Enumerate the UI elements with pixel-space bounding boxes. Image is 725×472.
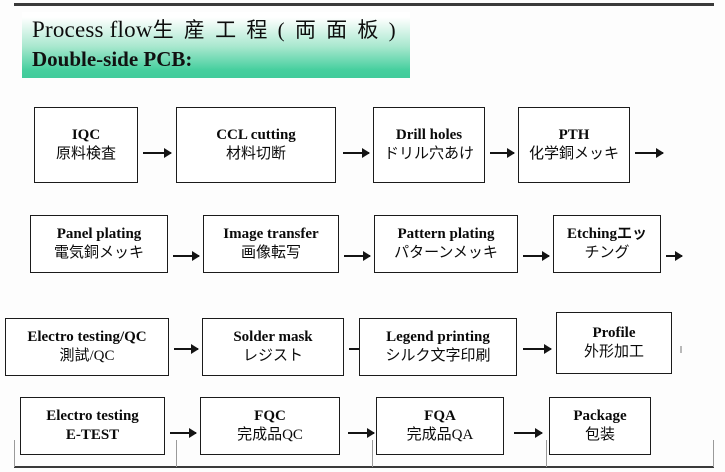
process-box-electro-testing-qc[interactable]: Electro testing/QC 測試/QC <box>5 318 169 376</box>
process-box-label-en: FQC <box>254 408 286 424</box>
process-box-label-jp: 完成品QA <box>406 427 474 443</box>
process-box-label-en: Electro testing <box>46 408 139 424</box>
process-box-fqc[interactable]: FQC 完成品QC <box>200 397 340 455</box>
arrow-r2-1 <box>173 251 200 261</box>
frame-vline-3 <box>546 440 547 467</box>
process-box-label-en: Solder mask <box>233 329 313 345</box>
process-box-profile[interactable]: Profile 外形加工 <box>556 312 672 374</box>
process-box-label-jp: 化学銅メッキ <box>528 146 619 162</box>
process-box-label-jp: 電気銅メッキ <box>53 245 144 261</box>
process-box-label-en: IQC <box>71 127 101 143</box>
process-box-label-jp: 測試/QC <box>59 348 115 364</box>
process-box-label-en: Drill holes <box>395 127 463 143</box>
process-box-label-en: FQA <box>424 408 456 424</box>
process-box-iqc[interactable]: IQC 原料検査 <box>34 107 138 183</box>
banner-title-line1: Process flow生 産 工 程 ( 両 面 板 ) <box>32 15 402 45</box>
process-box-label-en: Package <box>573 408 627 424</box>
process-box-label-jp: 材料切断 <box>225 146 286 162</box>
process-box-label-en: Panel plating <box>56 226 142 242</box>
arrow-r4-2 <box>348 428 375 438</box>
process-box-label-en: Pattern plating <box>397 226 495 242</box>
arrow-r4-3 <box>514 428 543 438</box>
frame-vline-right <box>713 440 714 467</box>
process-box-etching[interactable]: Etchingエッ チング <box>553 215 661 273</box>
process-box-label-jp: ドリル穴あけ <box>383 146 474 162</box>
process-box-image-transfer[interactable]: Image transfer 画像転写 <box>203 215 339 273</box>
arrow-r2-3 <box>523 251 550 261</box>
process-box-label-en: Legend printing <box>386 329 490 345</box>
arrow-r1-3 <box>490 148 515 158</box>
banner-title-japanese: 生 産 工 程 ( 両 面 板 ) <box>152 18 399 42</box>
process-box-label-en: Electro testing/QC <box>27 329 147 345</box>
process-box-electro-testing-etest[interactable]: Electro testing E-TEST <box>20 397 165 455</box>
arrow-r1-1 <box>143 148 172 158</box>
slide-bottom-rule <box>14 466 714 468</box>
process-box-drill-holes[interactable]: Drill holes ドリル穴あけ <box>373 107 485 183</box>
arrow-r3-3 <box>523 344 552 354</box>
arrow-r2-4 <box>666 251 683 261</box>
frame-vline-2 <box>372 440 373 467</box>
arrow-r3-1 <box>174 344 199 354</box>
process-box-label-en: Profile <box>592 325 636 341</box>
process-box-pth[interactable]: PTH 化学銅メッキ <box>518 107 630 183</box>
process-box-pattern-plating[interactable]: Pattern plating パターンメッキ <box>374 215 518 273</box>
process-box-label-en: Etchingエッ <box>566 226 647 242</box>
row3-end-tick <box>680 346 682 353</box>
frame-vline-left <box>14 440 15 467</box>
process-box-label-jp: 包装 <box>584 427 615 443</box>
process-box-label-en: PTH <box>558 127 590 143</box>
process-box-panel-plating[interactable]: Panel plating 電気銅メッキ <box>30 215 168 273</box>
process-box-label-jp: E-TEST <box>65 427 120 443</box>
arrow-r4-1 <box>170 428 197 438</box>
process-box-fqa[interactable]: FQA 完成品QA <box>376 397 504 455</box>
process-box-label-jp: 外形加工 <box>583 344 644 360</box>
arrow-r1-2 <box>343 148 370 158</box>
slide-top-rule <box>14 3 714 6</box>
process-box-label-jp: パターンメッキ <box>394 245 498 261</box>
frame-vline-1 <box>176 440 177 467</box>
arrow-r1-4 <box>635 148 664 158</box>
process-box-label-jp: シルク文字印刷 <box>385 348 491 364</box>
process-box-ccl-cutting[interactable]: CCL cutting 材料切断 <box>176 107 336 183</box>
process-box-legend-printing[interactable]: Legend printing シルク文字印刷 <box>359 318 517 376</box>
process-box-label-jp: 完成品QC <box>237 427 303 443</box>
banner-title-english: Process flow <box>32 17 153 42</box>
arrow-r2-2 <box>344 251 371 261</box>
title-banner: Process flow生 産 工 程 ( 両 面 板 ) Double-sid… <box>22 12 410 78</box>
banner-subtitle: Double-side PCB: <box>32 47 193 71</box>
process-box-label-jp: レジスト <box>242 348 303 364</box>
process-box-label-en: Image transfer <box>223 226 319 242</box>
process-box-solder-mask[interactable]: Solder mask レジスト <box>202 318 344 376</box>
process-box-label-jp: 画像転写 <box>240 245 301 261</box>
process-box-label-jp: 原料検査 <box>55 146 116 162</box>
process-box-label-en: CCL cutting <box>216 127 296 143</box>
process-box-label-jp: チング <box>584 245 630 261</box>
process-box-package[interactable]: Package 包装 <box>549 397 651 455</box>
